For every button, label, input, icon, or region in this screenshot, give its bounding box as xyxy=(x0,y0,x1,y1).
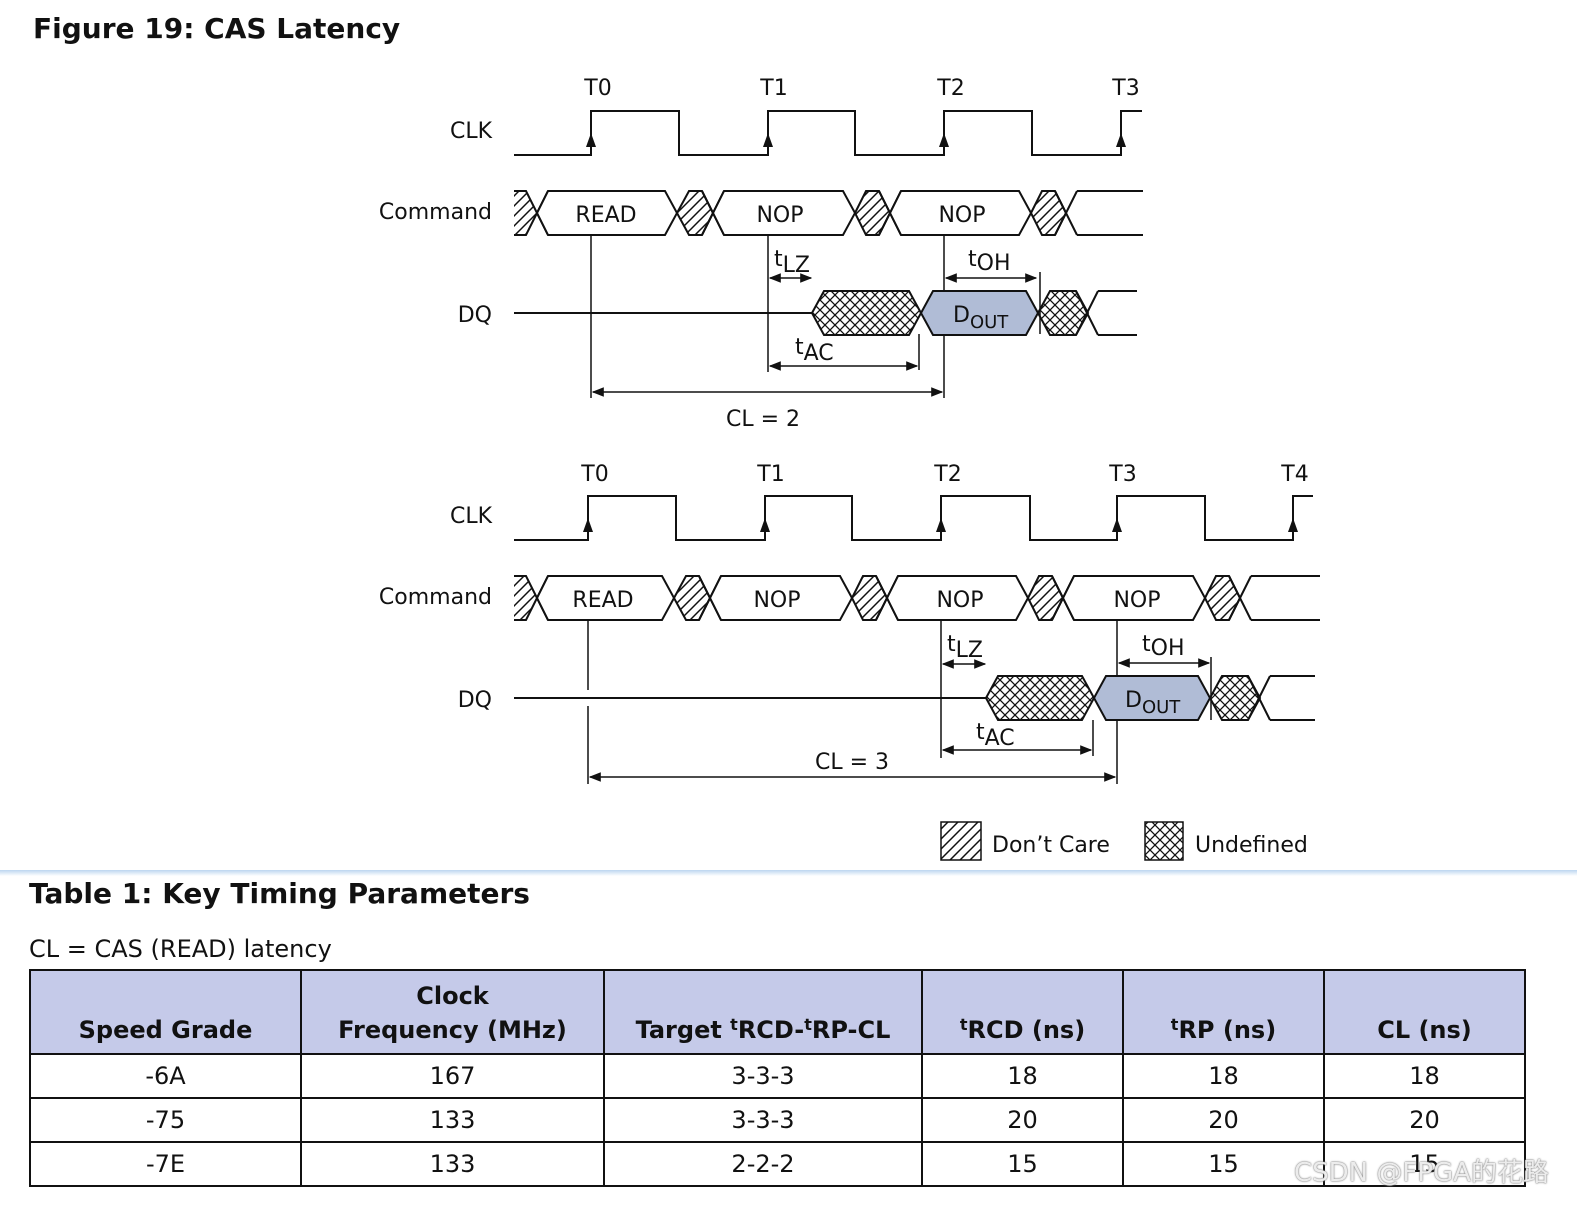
header-trp: tRP (ns) xyxy=(1122,969,1325,1055)
dq-label-2: DQ xyxy=(458,688,492,713)
clk-edge-arrow-t4-2 xyxy=(1288,518,1298,532)
clock-label-t2-2: T2 xyxy=(933,462,961,487)
cell-target: 3-3-3 xyxy=(603,1097,923,1143)
dout-label-2: DOUT xyxy=(1125,688,1181,718)
dq-label: DQ xyxy=(458,303,492,328)
legend-undefined-swatch xyxy=(1144,821,1184,861)
timing-diagram: CLK Command DQ T0 T1 T2 T3 READ NOP NOP xyxy=(379,76,1320,861)
clk-edge-arrow-t0-2 xyxy=(583,518,593,532)
clk-waveform-2 xyxy=(514,495,1313,541)
cell-cl: 18 xyxy=(1323,1053,1526,1099)
legend: Don’t Care Undefined xyxy=(940,821,1308,861)
figure-title: Figure 19: CAS Latency xyxy=(33,12,401,45)
cell-clock-frequency: 167 xyxy=(300,1053,605,1099)
clock-label-t2: T2 xyxy=(936,76,964,101)
table-note: CL = CAS (READ) latency xyxy=(29,935,332,963)
cell-clock-frequency: 133 xyxy=(300,1097,605,1143)
table-row: -6A 167 3-3-3 18 18 18 xyxy=(29,1053,1526,1099)
dq-waveform xyxy=(514,290,1137,336)
header-target: Target tRCD-tRP-CL xyxy=(603,969,923,1055)
toh-label: tOH xyxy=(968,247,1011,276)
command-nop-2-2: NOP xyxy=(936,588,983,613)
command-label: Command xyxy=(379,200,492,225)
cell-speed-grade: -75 xyxy=(29,1097,302,1143)
clock-label-t0-2: T0 xyxy=(580,462,608,487)
clk-edge-arrow-t0 xyxy=(586,133,596,147)
dout-label: DOUT xyxy=(953,303,1009,333)
clk-edge-arrow-t1 xyxy=(763,133,773,147)
cl3-label: CL = 3 xyxy=(815,750,889,775)
clock-label-t3: T3 xyxy=(1111,76,1139,101)
clk-edge-arrow-t3 xyxy=(1116,133,1126,147)
command-nop-1-2: NOP xyxy=(753,588,800,613)
tac-label: tAC xyxy=(795,335,834,366)
table-title: Table 1: Key Timing Parameters xyxy=(29,877,530,910)
command-read: READ xyxy=(575,203,636,228)
clk-waveform xyxy=(514,110,1142,156)
tlz-label-2: tLZ xyxy=(947,632,983,663)
cell-speed-grade: -7E xyxy=(29,1141,302,1187)
clock-label-t1-2: T1 xyxy=(756,462,784,487)
legend-dont-care-swatch xyxy=(940,821,982,861)
toh-label-2: tOH xyxy=(1142,632,1185,661)
cell-trp: 18 xyxy=(1122,1053,1325,1099)
section-divider xyxy=(0,870,1577,876)
cell-trcd: 18 xyxy=(921,1053,1124,1099)
header-cl: CL (ns) xyxy=(1323,969,1526,1055)
cell-clock-frequency: 133 xyxy=(300,1141,605,1187)
clock-label-t4-2: T4 xyxy=(1280,462,1308,487)
cell-target: 3-3-3 xyxy=(603,1053,923,1099)
cell-speed-grade: -6A xyxy=(29,1053,302,1099)
clk-label: CLK xyxy=(450,119,493,144)
command-nop-2: NOP xyxy=(938,203,985,228)
tlz-label: tLZ xyxy=(774,247,810,278)
clk-edge-arrow-t2-2 xyxy=(936,518,946,532)
diagram-cl3: CLK Command DQ T0 T1 T2 T3 T4 xyxy=(379,462,1320,784)
cell-trcd: 15 xyxy=(921,1141,1124,1187)
command-waveform xyxy=(514,190,1143,236)
diagram-cl2: CLK Command DQ T0 T1 T2 T3 READ NOP NOP xyxy=(379,76,1143,432)
cell-cl: 15 xyxy=(1323,1141,1526,1187)
tac-label-2: tAC xyxy=(976,720,1015,751)
clock-label-t0: T0 xyxy=(583,76,611,101)
cell-trp: 20 xyxy=(1122,1097,1325,1143)
header-trcd: tRCD (ns) xyxy=(921,969,1124,1055)
cell-trcd: 20 xyxy=(921,1097,1124,1143)
cell-cl: 20 xyxy=(1323,1097,1526,1143)
clock-label-t1: T1 xyxy=(759,76,787,101)
command-waveform-2 xyxy=(514,575,1320,621)
clk-label-2: CLK xyxy=(450,504,493,529)
command-nop-3-2: NOP xyxy=(1113,588,1160,613)
cell-target: 2-2-2 xyxy=(603,1141,923,1187)
header-speed-grade: Speed Grade xyxy=(29,969,302,1055)
cell-trp: 15 xyxy=(1122,1141,1325,1187)
clk-edge-arrow-t2 xyxy=(939,133,949,147)
cl2-label: CL = 2 xyxy=(726,407,800,432)
watermark: CSDN @FPGA的花路 xyxy=(1294,1158,1549,1188)
table-row: -75 133 3-3-3 20 20 20 xyxy=(29,1097,1526,1143)
command-nop-1: NOP xyxy=(756,203,803,228)
legend-undefined-label: Undefined xyxy=(1195,833,1308,858)
command-label-2: Command xyxy=(379,585,492,610)
legend-dont-care-label: Don’t Care xyxy=(992,833,1110,858)
clock-label-t3-2: T3 xyxy=(1108,462,1136,487)
table-row: -7E 133 2-2-2 15 15 15 xyxy=(29,1141,1526,1187)
clk-edge-arrow-t3-2 xyxy=(1112,518,1122,532)
command-read-2: READ xyxy=(572,588,633,613)
dq-waveform-2 xyxy=(514,675,1315,721)
clk-edge-arrow-t1-2 xyxy=(760,518,770,532)
